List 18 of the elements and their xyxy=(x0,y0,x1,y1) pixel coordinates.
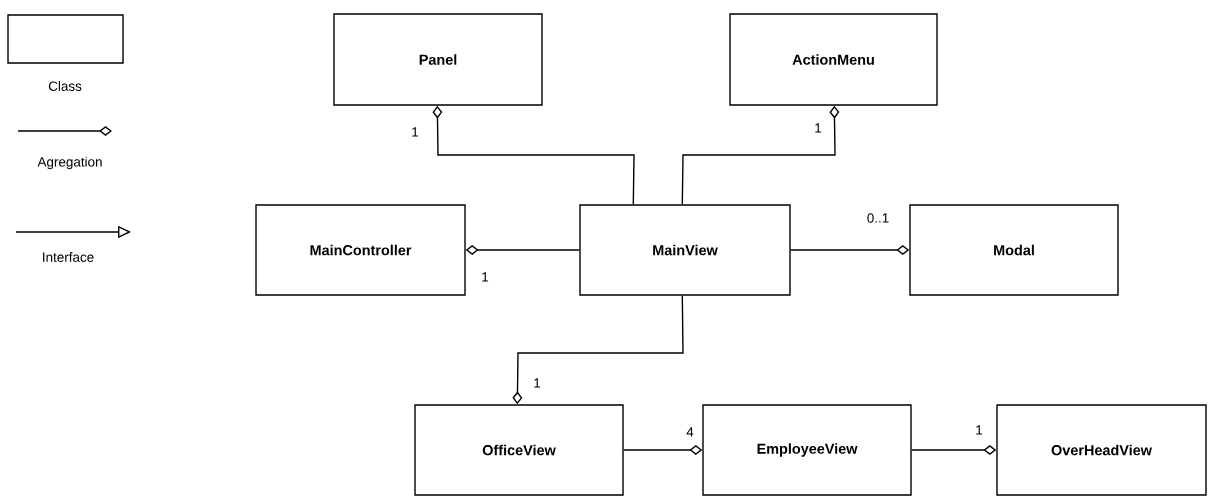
multiplicity-label: 1 xyxy=(813,122,823,134)
multiplicity-label: 1 xyxy=(974,424,984,436)
class-box: Modal xyxy=(909,204,1119,296)
class-box: OfficeView xyxy=(414,404,624,496)
class-box: EmployeeView xyxy=(702,404,912,496)
class-box: MainController xyxy=(255,204,466,296)
legend-entry: Interface xyxy=(15,225,131,262)
class-box: ActionMenu xyxy=(729,13,938,106)
class-box: MainView xyxy=(579,204,791,296)
multiplicity-label: 0..1 xyxy=(865,212,891,224)
multiplicity-label: 1 xyxy=(532,377,542,389)
class-box: Panel xyxy=(333,13,543,106)
multiplicity-label: 1 xyxy=(410,126,420,138)
legend-entry: Agregation xyxy=(17,126,112,170)
multiplicity-label: 1 xyxy=(480,271,490,283)
multiplicity-label: 4 xyxy=(685,426,695,438)
legend-entry: Class xyxy=(7,14,124,91)
class-box: OverHeadView xyxy=(996,404,1207,496)
